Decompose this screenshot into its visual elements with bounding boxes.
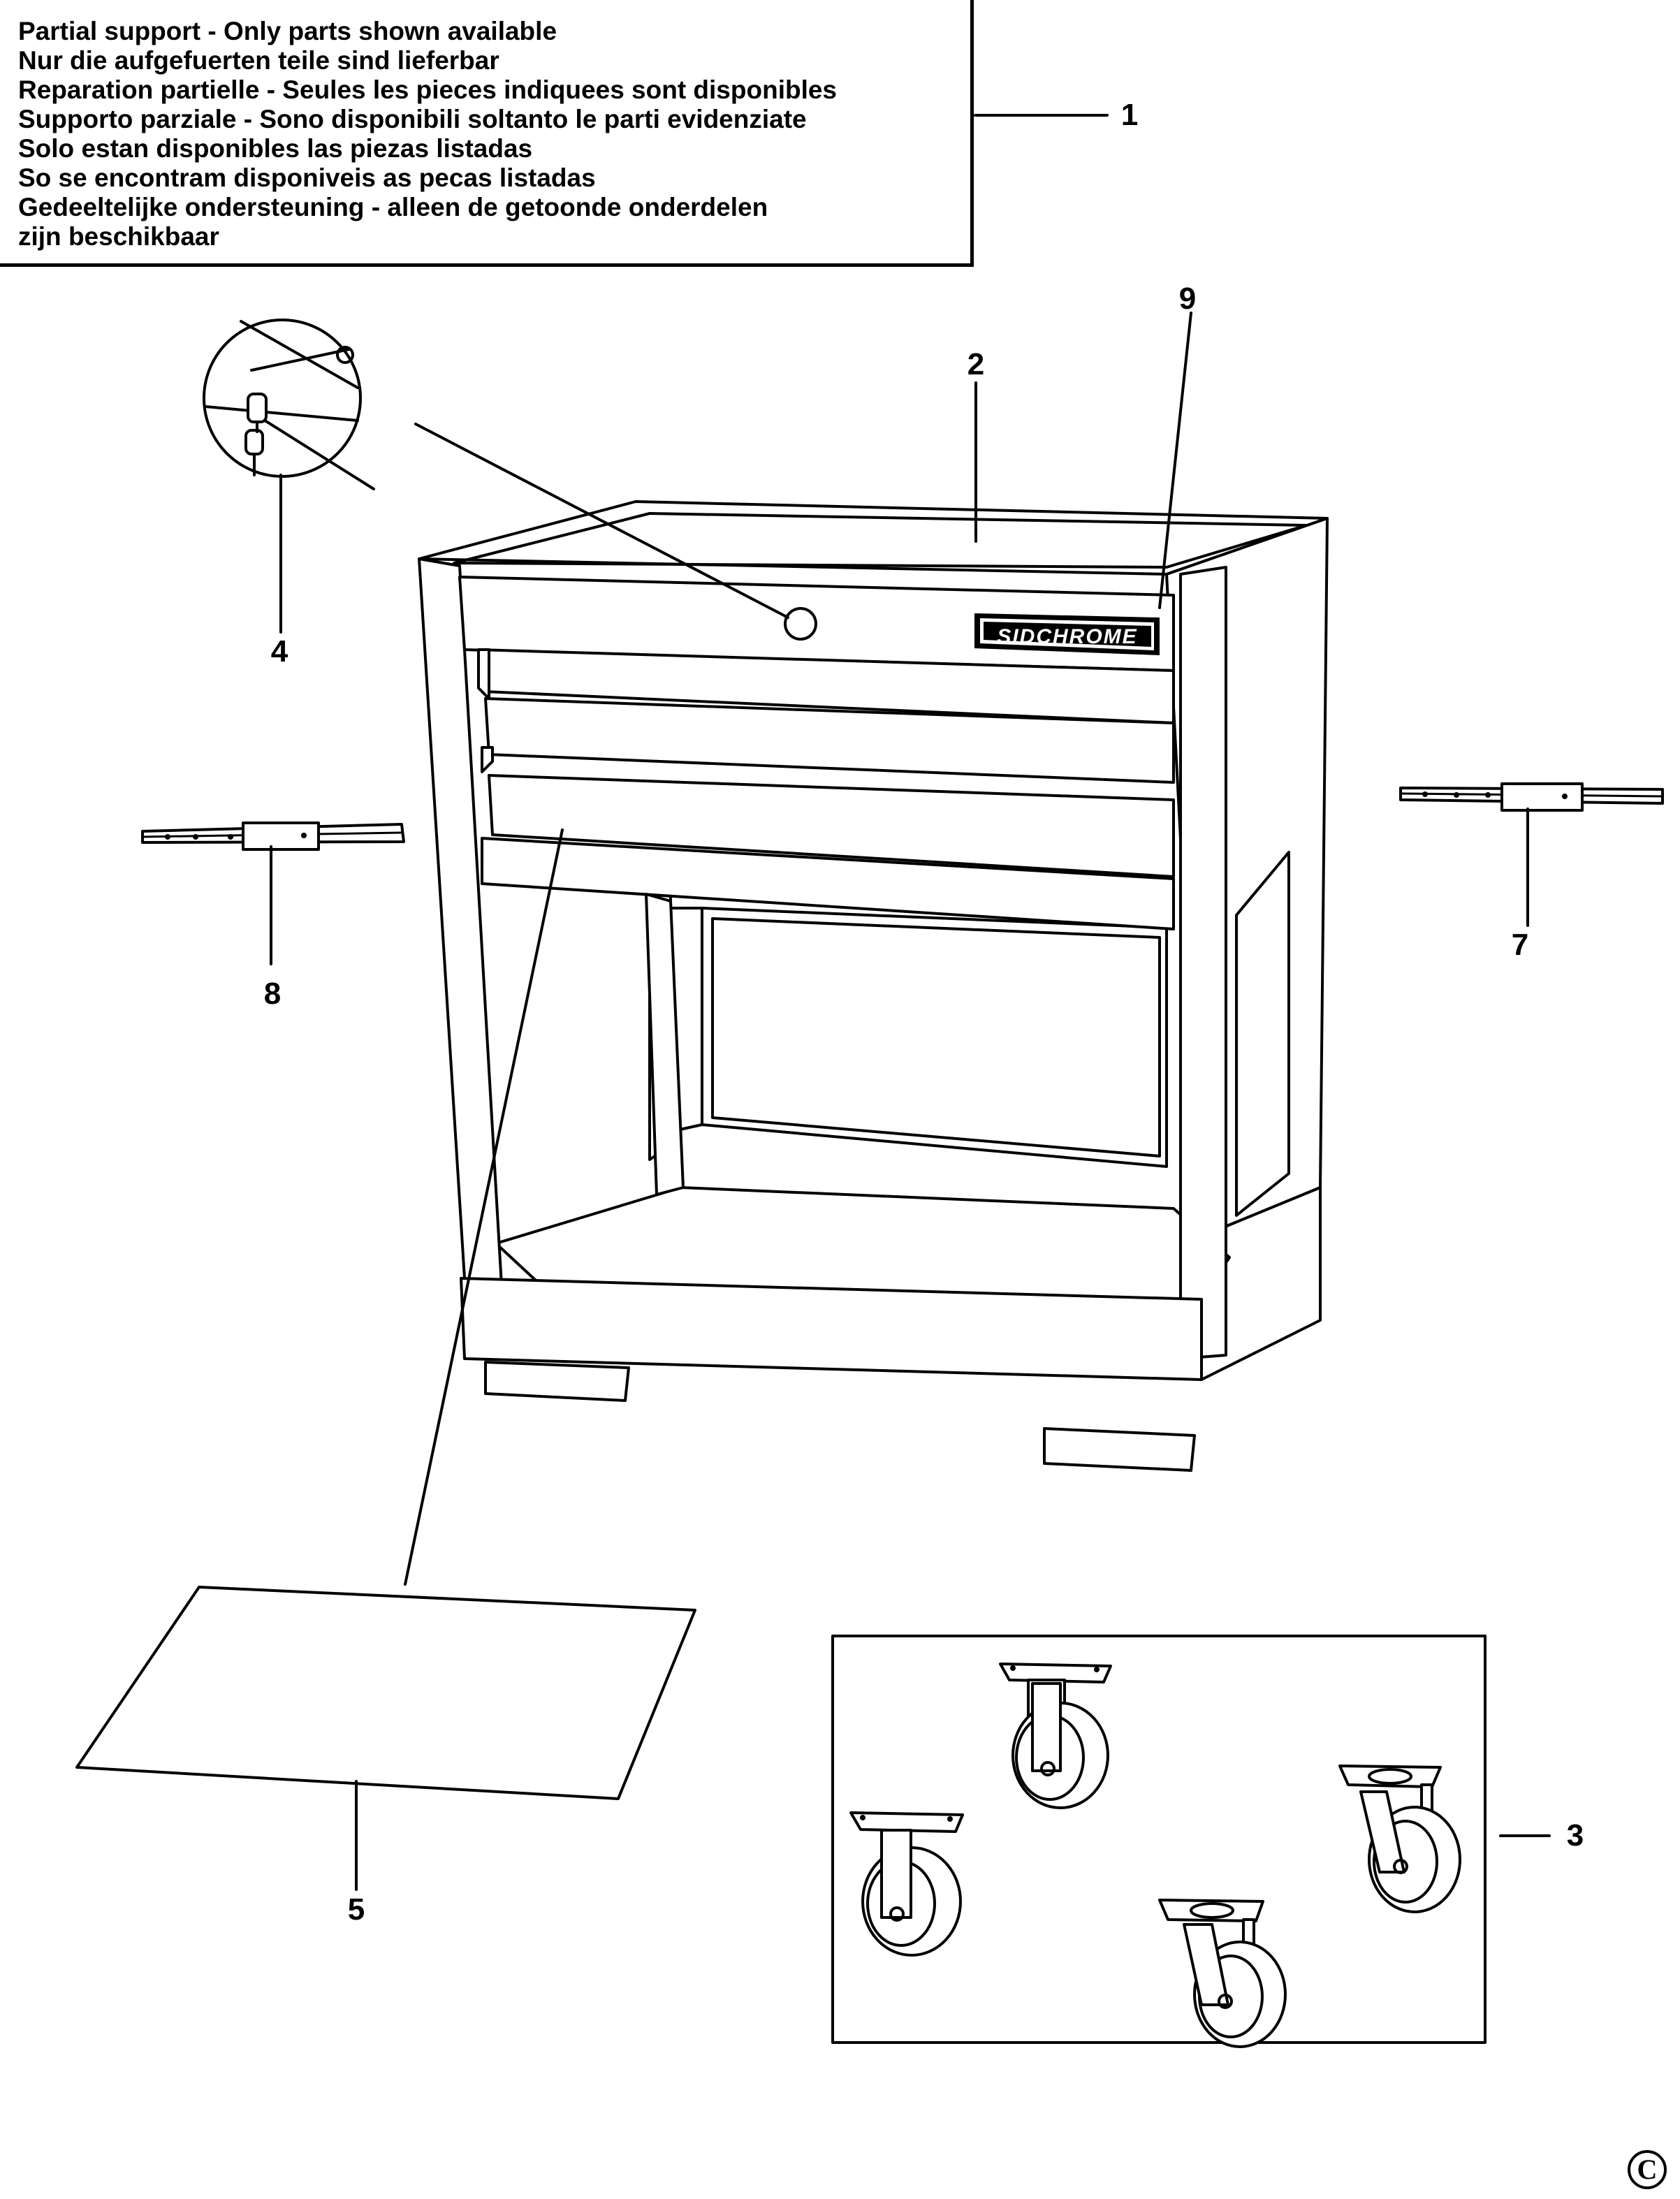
castors-box — [831, 1635, 1487, 2044]
callout-3: 3 — [1566, 1818, 1584, 1853]
castor-fixed-1 — [999, 1663, 1112, 1809]
sidchrome-logo-badge: SIDCHROME — [974, 613, 1160, 655]
callout-7: 7 — [1511, 928, 1529, 962]
notice-line: zijn beschikbaar — [18, 222, 219, 251]
drawer-slide-left — [141, 821, 405, 851]
callout-8: 8 — [263, 977, 282, 1011]
leader-5-top — [404, 828, 564, 1586]
castor-fixed-2 — [849, 1811, 964, 1957]
drawer-liner-mat — [75, 1586, 696, 1800]
notice-line: Reparation partielle - Seules les pieces… — [18, 75, 838, 104]
notice-line: Partial support - Only parts shown avail… — [18, 17, 557, 45]
lock-detail-inset — [203, 319, 375, 490]
brand-logo-text: SIDCHROME — [997, 625, 1137, 648]
callout-4: 4 — [270, 634, 288, 669]
notice-line: Solo estan disponibles las piezas listad… — [18, 134, 533, 163]
drawer-slide-right — [1399, 782, 1664, 812]
callout-9: 9 — [1178, 282, 1197, 316]
cabinet-lock — [784, 607, 817, 641]
leader-lock — [414, 423, 789, 619]
notice-line: So se encontram disponiveis as pecas lis… — [18, 163, 596, 192]
callout-1: 1 — [1120, 98, 1139, 132]
notice-line: Gedeeltelijke ondersteuning - alleen de … — [18, 193, 768, 221]
leader-9 — [1158, 312, 1192, 609]
copyright-mark: C — [1628, 2150, 1667, 2189]
callout-5: 5 — [347, 1892, 365, 1927]
castor-swivel-1 — [1338, 1765, 1461, 1913]
notice-line: Supporto parziale - Sono disponibili sol… — [18, 105, 807, 133]
partial-support-notice: Partial support - Only parts shown avail… — [0, 0, 974, 267]
castor-swivel-2 — [1158, 1899, 1287, 2048]
notice-line: Nur die aufgefuerten teile sind lieferba… — [18, 46, 499, 75]
callout-2: 2 — [967, 347, 985, 381]
cabinet-body — [418, 500, 1329, 1472]
